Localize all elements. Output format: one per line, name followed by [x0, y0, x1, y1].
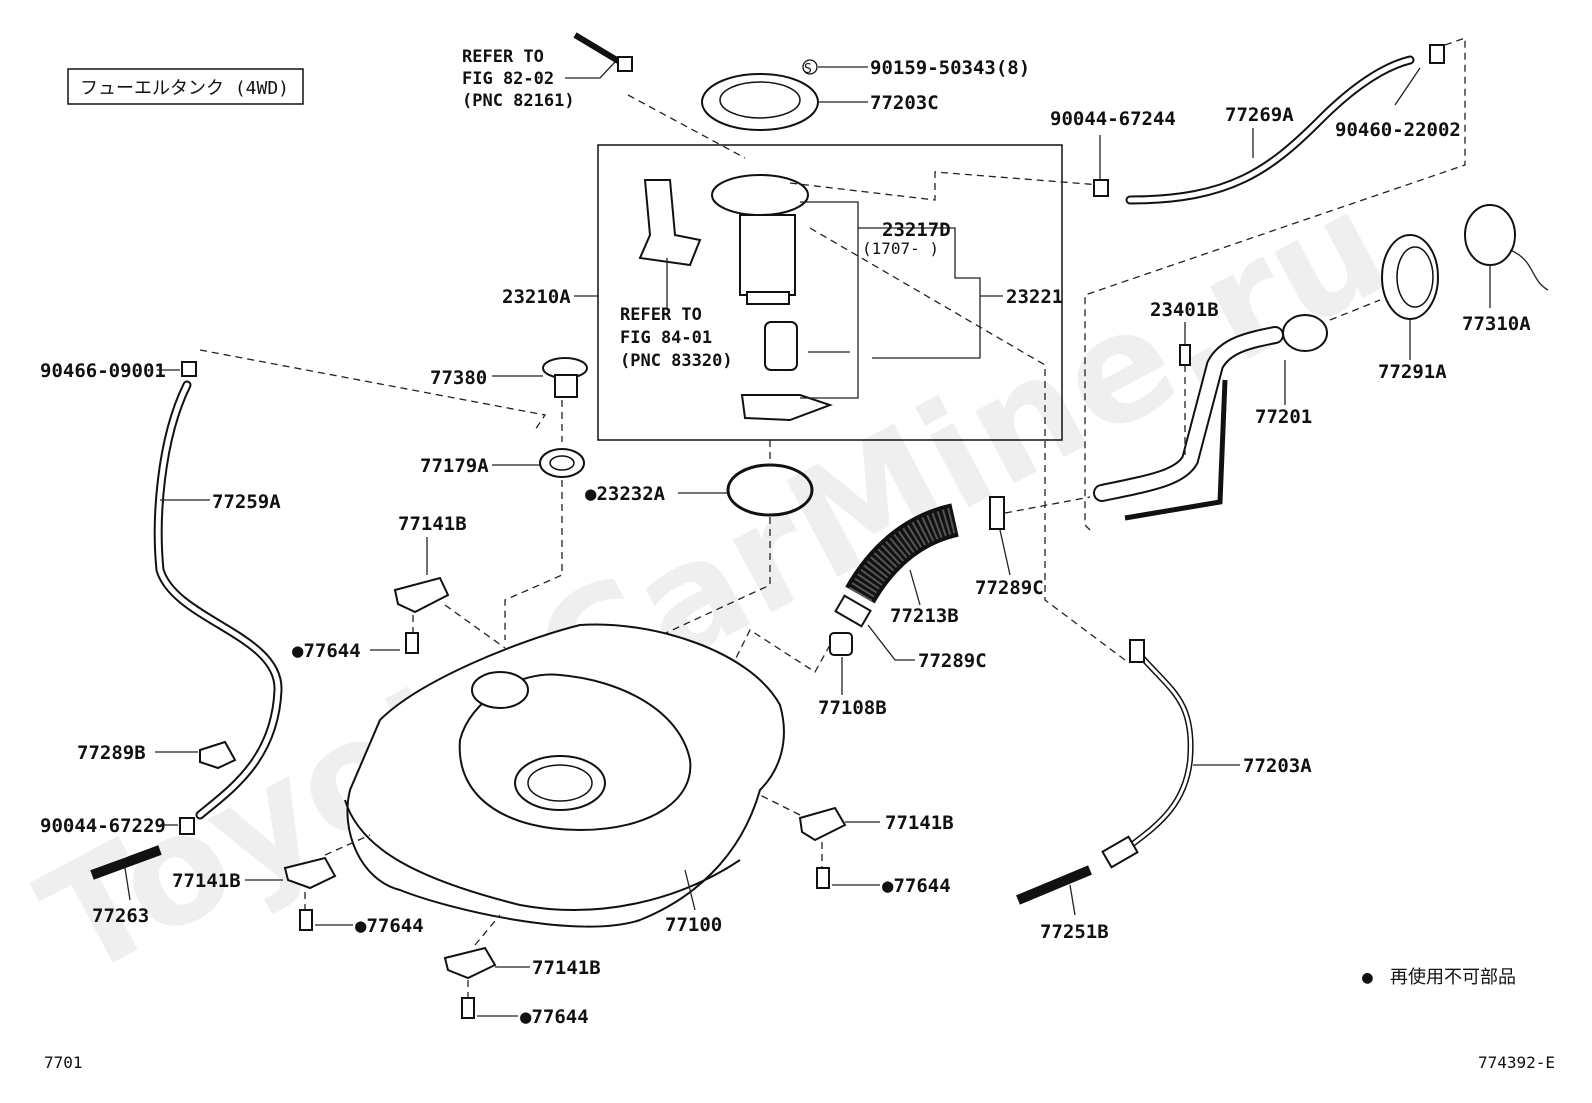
- hose-77108B: [829, 632, 853, 656]
- label-77100: 77100: [665, 914, 722, 936]
- ref-1-line-2: FIG 82-02: [462, 69, 554, 89]
- label-90159-50343: 90159-50343(8): [870, 57, 1030, 79]
- legend-text: 再使用不可部品: [1390, 967, 1516, 988]
- clip: [1429, 44, 1445, 64]
- label-23210A: 23210A: [502, 286, 571, 308]
- label-77289C-2: 77289C: [918, 650, 987, 672]
- pump-body: [739, 214, 796, 296]
- label-23232A: ●23232A: [585, 483, 666, 505]
- label-77203A: 77203A: [1243, 755, 1312, 777]
- label-77644-4: ●77644: [520, 1006, 589, 1028]
- sender-gauge: [740, 394, 833, 422]
- label-23221: 23221: [1006, 286, 1063, 308]
- label-90466-09001: 90466-09001: [40, 360, 166, 382]
- s-marker: S: [804, 62, 812, 77]
- label-77141B-3: 77141B: [885, 812, 954, 834]
- clip-77289B: [199, 740, 237, 770]
- bracket-77141B-1: [393, 576, 450, 614]
- label-77263: 77263: [92, 905, 149, 927]
- ref-2-line-3: (PNC 83320): [620, 351, 733, 371]
- ref-1-line-3: (PNC 82161): [462, 91, 575, 111]
- label-77179A: 77179A: [420, 455, 489, 477]
- clamp-77289C-1: [989, 496, 1005, 530]
- label-77644-1: ●77644: [292, 640, 361, 662]
- connector: [617, 56, 633, 72]
- title-box: [67, 68, 304, 105]
- fuel-filter: [764, 321, 798, 371]
- tube-77263: [90, 845, 162, 880]
- hose-clip: [181, 361, 197, 377]
- fuel-sender-module: [638, 179, 702, 267]
- label-77291A: 77291A: [1378, 361, 1447, 383]
- label-77141B-1: 77141B: [398, 513, 467, 535]
- label-77201: 77201: [1255, 406, 1312, 428]
- page-title: フューエルタンク (4WD): [80, 78, 289, 99]
- dash-line: [627, 94, 746, 159]
- footer-right-code: 774392-E: [1478, 1053, 1555, 1072]
- filler-ring: [1381, 234, 1439, 320]
- label-77289B: 77289B: [77, 742, 146, 764]
- bolt-23401B: [1179, 344, 1191, 366]
- label-90460-22002: 90460-22002: [1335, 119, 1461, 141]
- ref-1-leader: [565, 61, 616, 79]
- sensor-connector: [1129, 639, 1145, 663]
- ref-2-line-1: REFER TO: [620, 305, 702, 325]
- bracket-77141B-3: [798, 806, 847, 842]
- label-77269A: 77269A: [1225, 104, 1294, 126]
- label-90044-67244: 90044-67244: [1050, 108, 1176, 130]
- wire-harness: [573, 32, 627, 68]
- label-77213B: 77213B: [890, 605, 959, 627]
- label-77251B: 77251B: [1040, 921, 1109, 943]
- bolt-77644-3: [816, 867, 830, 889]
- label-23401B: 23401B: [1150, 299, 1219, 321]
- label-77108B: 77108B: [818, 697, 887, 719]
- bracket-77141B-2: [283, 856, 337, 890]
- tube-77251B: [1016, 865, 1092, 905]
- label-90044-67229: 90044-67229: [40, 815, 166, 837]
- label-23217D: 23217D: [882, 219, 951, 241]
- pump-assembly-box: [597, 144, 1063, 441]
- pump-flange: [711, 174, 809, 216]
- label-77380: 77380: [430, 367, 487, 389]
- label-77141B-4: 77141B: [532, 957, 601, 979]
- clamp-90044-67229: [179, 817, 195, 835]
- label-77310A: 77310A: [1462, 313, 1531, 335]
- label-77644-3: ●77644: [882, 875, 951, 897]
- clamp-77289C-2: [834, 594, 872, 628]
- hose-clamp: [1093, 179, 1109, 197]
- ref-2-line-2: FIG 84-01: [620, 328, 712, 348]
- label-77141B-2: 77141B: [172, 870, 241, 892]
- label-77644-2: ●77644: [355, 915, 424, 937]
- grommet: [1101, 835, 1139, 869]
- label-77203C: 77203C: [870, 92, 939, 114]
- filler-neck-top: [1282, 314, 1328, 352]
- ref-1-line-1: REFER TO: [462, 47, 544, 67]
- label-77289C-1: 77289C: [975, 577, 1044, 599]
- date-range: (1707- ): [862, 239, 939, 258]
- gasket-77179A: [539, 448, 585, 478]
- bracket-77141B-4: [443, 946, 497, 980]
- bolt-77644-1: [405, 632, 419, 654]
- footer-left-code: 7701: [44, 1053, 83, 1072]
- s-marker-circle: [802, 59, 818, 75]
- bolt-77644-4: [461, 997, 475, 1019]
- label-77259A: 77259A: [212, 491, 281, 513]
- wire-77203A: [1123, 653, 1194, 853]
- bolt-77644-2: [299, 909, 313, 931]
- fuel-cap: [1464, 204, 1516, 266]
- legend-marker: ●: [1362, 967, 1373, 988]
